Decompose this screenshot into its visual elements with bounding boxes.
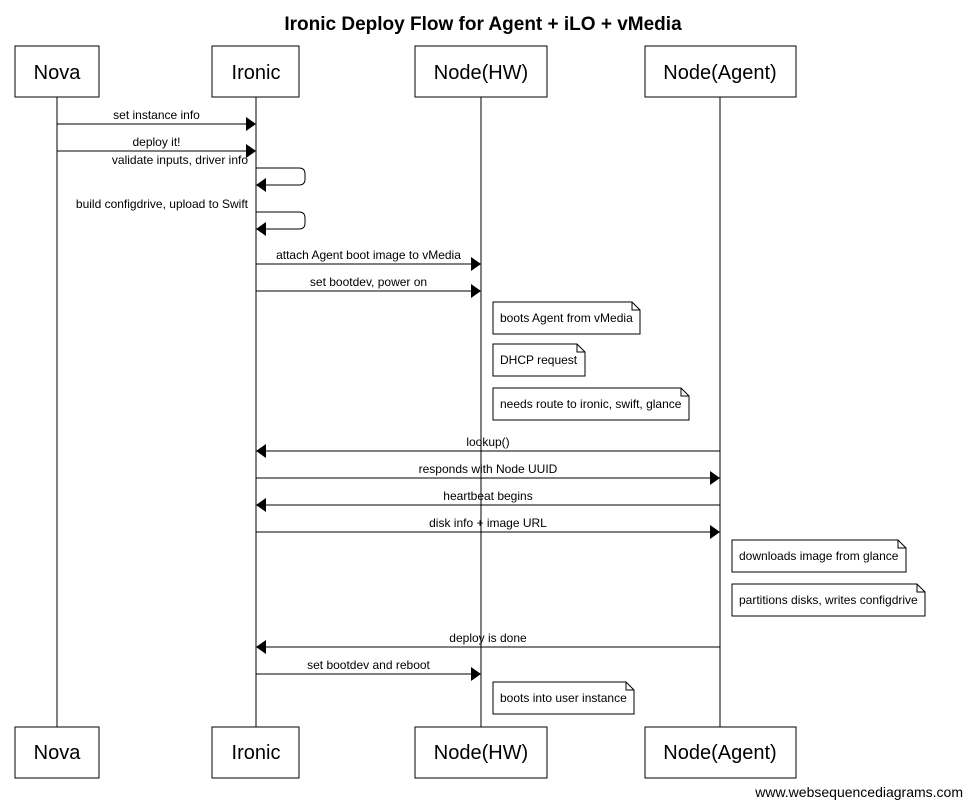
message-label: set bootdev, power on xyxy=(310,275,427,289)
note-box xyxy=(731,539,907,573)
note: downloads image from glance xyxy=(731,539,907,573)
note-fold xyxy=(916,584,925,593)
note-fold xyxy=(576,344,585,353)
self-message-line xyxy=(256,211,306,230)
message: set instance info xyxy=(57,108,256,131)
arrowhead xyxy=(256,222,266,236)
message: attach Agent boot image to vMedia xyxy=(256,248,481,271)
actor-node-agent-top: Node(Agent) xyxy=(644,45,797,98)
actor-node-hw-top: Node(HW) xyxy=(414,45,548,98)
arrowhead xyxy=(256,178,266,192)
note-box xyxy=(492,681,635,715)
actor-label: Ironic xyxy=(232,742,281,764)
actor-label: Ironic xyxy=(232,62,281,84)
note-box xyxy=(731,583,926,617)
message: heartbeat begins xyxy=(256,489,720,512)
actor-label: Nova xyxy=(34,62,82,84)
message-label: build configdrive, upload to Swift xyxy=(76,197,249,211)
arrowhead xyxy=(710,471,720,485)
note-fold xyxy=(897,540,906,549)
message: disk info + image URL xyxy=(256,516,720,539)
message-label: set bootdev and reboot xyxy=(307,658,430,672)
note: boots Agent from vMedia xyxy=(492,301,641,335)
note: partitions disks, writes configdrive xyxy=(731,583,926,617)
arrowhead xyxy=(256,444,266,458)
message-label: heartbeat begins xyxy=(443,489,532,503)
message: validate inputs, driver info xyxy=(112,153,306,192)
arrowhead xyxy=(246,117,256,131)
message: deploy it! xyxy=(57,135,256,158)
note: DHCP request xyxy=(492,343,586,377)
note-label: downloads image from glance xyxy=(739,549,899,563)
message-label: attach Agent boot image to vMedia xyxy=(276,248,461,262)
actor-label: Node(HW) xyxy=(434,62,528,84)
message: responds with Node UUID xyxy=(256,462,720,485)
arrowhead xyxy=(471,667,481,681)
message: build configdrive, upload to Swift xyxy=(76,197,306,236)
actor-label: Node(HW) xyxy=(434,742,528,764)
actors-bottom: Nova Ironic Node(HW) Node(Agent) xyxy=(14,726,797,779)
diagram-title: Ironic Deploy Flow for Agent + iLO + vMe… xyxy=(284,14,682,35)
message-label: deploy it! xyxy=(132,135,180,149)
message: lookup() xyxy=(256,435,720,458)
note: boots into user instance xyxy=(492,681,635,715)
arrowhead xyxy=(710,525,720,539)
steps: set instance info deploy it! validate inpu… xyxy=(57,108,926,715)
message-label: disk info + image URL xyxy=(429,516,547,530)
actor-nova-bottom: Nova xyxy=(14,726,100,779)
actor-ironic-top: Ironic xyxy=(211,45,300,98)
note-label: needs route to ironic, swift, glance xyxy=(500,397,682,411)
message-label: set instance info xyxy=(113,108,200,122)
actor-label: Node(Agent) xyxy=(663,62,776,84)
arrowhead xyxy=(256,498,266,512)
actor-label: Nova xyxy=(34,742,82,764)
note-fold xyxy=(625,682,634,691)
arrowhead xyxy=(246,144,256,158)
arrowhead xyxy=(256,640,266,654)
message-label: lookup() xyxy=(466,435,509,449)
credit-text: www.websequencediagrams.com xyxy=(754,784,963,800)
note-fold xyxy=(631,302,640,311)
lifelines xyxy=(56,97,721,727)
actor-nova-top: Nova xyxy=(14,45,100,98)
message: set bootdev, power on xyxy=(256,275,481,298)
actors-top: Nova Ironic Node(HW) Node(Agent) xyxy=(14,45,797,98)
note-label: DHCP request xyxy=(500,353,578,367)
arrowhead xyxy=(471,257,481,271)
note-label: boots Agent from vMedia xyxy=(500,311,633,325)
message: deploy is done xyxy=(256,631,720,654)
note-box xyxy=(492,301,641,335)
actor-node-hw-bottom: Node(HW) xyxy=(414,726,548,779)
note-label: boots into user instance xyxy=(500,691,627,705)
message-label: validate inputs, driver info xyxy=(112,153,248,167)
actor-ironic-bottom: Ironic xyxy=(211,726,300,779)
note-box xyxy=(492,343,586,377)
actor-node-agent-bottom: Node(Agent) xyxy=(644,726,797,779)
message-label: deploy is done xyxy=(449,631,527,645)
note: needs route to ironic, swift, glance xyxy=(492,387,690,421)
message-label: responds with Node UUID xyxy=(419,462,558,476)
note-fold xyxy=(680,388,689,397)
note-label: partitions disks, writes configdrive xyxy=(739,593,918,607)
message: set bootdev and reboot xyxy=(256,658,481,681)
arrowhead xyxy=(471,284,481,298)
actor-label: Node(Agent) xyxy=(663,742,776,764)
note-box xyxy=(492,387,690,421)
self-message-line xyxy=(256,167,306,186)
